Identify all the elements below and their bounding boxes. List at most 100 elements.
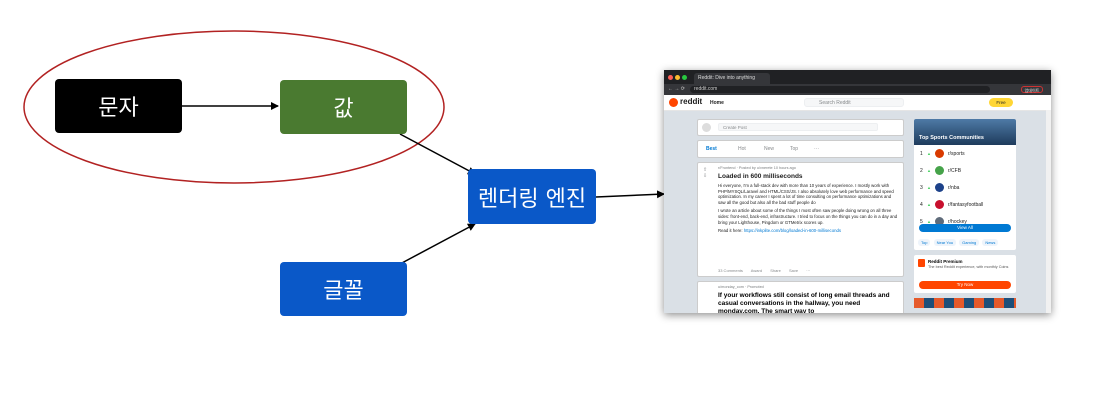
- reddit-logo-text[interactable]: reddit: [680, 97, 703, 106]
- node-render-engine: 렌더링 엔진: [468, 169, 596, 224]
- community-name[interactable]: r/hockey: [948, 218, 967, 225]
- node-render-label: 렌더링 엔진: [477, 186, 587, 212]
- reddit-logo-icon[interactable]: [669, 98, 678, 107]
- community-row[interactable]: 2 ▲ r/CFB: [914, 162, 1016, 179]
- scrollbar[interactable]: [1046, 110, 1051, 313]
- post-paragraph-1: Hi everyone, I'm a full-stack dev with m…: [718, 183, 894, 205]
- sort-best[interactable]: Best: [706, 146, 717, 152]
- more-button[interactable]: ···: [806, 268, 811, 273]
- node-value-label: 값: [333, 97, 354, 122]
- communities-heading: Top Sports Communities: [919, 135, 984, 141]
- browser-screenshot: Reddit: Dive into anything ← → ⟳ reddit.…: [664, 70, 1051, 313]
- trend-up-icon: ▲: [927, 168, 931, 173]
- node-font-label: 글꼴: [323, 279, 364, 304]
- community-row[interactable]: 3 ▲ r/nba: [914, 179, 1016, 196]
- browser-tab[interactable]: Reddit: Dive into anything: [694, 73, 770, 84]
- community-rank: 2: [920, 167, 923, 174]
- close-dot-icon[interactable]: [668, 75, 673, 80]
- post-actions: 33 Comments Award Share Save ···: [718, 268, 817, 273]
- tab-title: Reddit: Dive into anything: [698, 75, 755, 81]
- trend-up-icon: ▲: [927, 151, 931, 156]
- update-button-label: 업데이트: [1024, 88, 1040, 93]
- feed: Create Post Best Hot New Top ··· ⇧⇩ r/Fr…: [697, 119, 904, 313]
- promo-title[interactable]: If your workflows still consist of long …: [718, 292, 890, 313]
- highlight-ellipse: [23, 30, 445, 184]
- community-icon: [935, 183, 944, 192]
- avatar[interactable]: [702, 123, 711, 132]
- sidebar: Top Sports Communities 1 ▲ r/sports 2 ▲ …: [914, 119, 1016, 308]
- vote-arrows-icon[interactable]: ⇧⇩: [703, 167, 708, 179]
- sort-more[interactable]: ···: [814, 146, 819, 152]
- free-button[interactable]: Free: [989, 98, 1013, 107]
- search-input[interactable]: Search Reddit: [804, 98, 904, 107]
- community-row[interactable]: 1 ▲ r/sports: [914, 145, 1016, 162]
- chip-gaming[interactable]: Gaming: [959, 239, 980, 246]
- view-all-button[interactable]: View All: [919, 224, 1011, 232]
- community-name[interactable]: r/fantasyfootball: [948, 201, 984, 208]
- premium-widget: Reddit Premium The best Reddit experienc…: [914, 255, 1016, 293]
- search-placeholder: Search Reddit: [819, 100, 851, 106]
- save-button[interactable]: Save: [789, 268, 799, 273]
- post-card[interactable]: ⇧⇩ r/Frontend · Posted by u/vnerete 10 h…: [697, 162, 904, 277]
- maximize-dot-icon[interactable]: [682, 75, 687, 80]
- edge-value-to-render: [399, 133, 476, 175]
- trend-up-icon: ▲: [927, 202, 931, 207]
- node-font: 글꼴: [280, 262, 407, 316]
- address-bar[interactable]: reddit.com: [690, 86, 990, 93]
- community-name[interactable]: r/sports: [948, 150, 965, 157]
- post-link-label: Read it here:: [718, 228, 743, 234]
- communities-header: Top Sports Communities: [914, 119, 1016, 145]
- promo-meta: u/monday_com · Promoted: [718, 285, 764, 289]
- chip-near-you[interactable]: Near You: [933, 239, 957, 246]
- sort-new[interactable]: New: [764, 146, 775, 152]
- community-rank: 5: [920, 218, 923, 225]
- edge-font-to-render: [399, 223, 476, 265]
- community-rank: 1: [920, 150, 923, 157]
- try-now-button[interactable]: Try Now: [919, 281, 1011, 289]
- premium-shield-icon: [918, 259, 925, 267]
- community-rank: 4: [920, 201, 923, 208]
- minimize-dot-icon[interactable]: [675, 75, 680, 80]
- sort-bar: Best Hot New Top ···: [697, 140, 904, 158]
- community-icon: [935, 149, 944, 158]
- chip-news[interactable]: News: [982, 239, 999, 246]
- post-title[interactable]: Loaded in 600 milliseconds: [718, 173, 803, 180]
- sort-hot[interactable]: Hot: [738, 146, 746, 152]
- community-chips: Top Near You Gaming News: [918, 239, 1000, 246]
- comments-button[interactable]: 33 Comments: [718, 268, 743, 273]
- free-label: Free: [996, 100, 1006, 105]
- share-button[interactable]: Share: [770, 268, 781, 273]
- node-char-label: 문자: [98, 96, 139, 121]
- node-char: 문자: [55, 79, 182, 133]
- update-button[interactable]: 업데이트: [1021, 86, 1043, 93]
- post-meta: r/Frontend · Posted by u/vnerete 10 hour…: [718, 166, 796, 170]
- trend-up-icon: ▲: [927, 219, 931, 224]
- community-icon: [935, 217, 944, 226]
- premium-description: The best Reddit experience, with monthly…: [928, 265, 1009, 269]
- browser-tabbar: Reddit: Dive into anything: [664, 70, 1051, 84]
- community-name[interactable]: r/nba: [948, 184, 960, 191]
- nav-arrows-icon[interactable]: ← → ⟳: [668, 86, 685, 92]
- community-icon: [935, 200, 944, 209]
- community-row[interactable]: 4 ▲ r/fantasyfootball: [914, 196, 1016, 213]
- create-post-placeholder: Create Post: [723, 125, 747, 130]
- reddit-header: reddit Home Search Reddit Free: [664, 95, 1051, 111]
- create-post-input[interactable]: Create Post: [718, 123, 878, 131]
- browser-urlbar: ← → ⟳ reddit.com 업데이트: [664, 84, 1051, 95]
- community-rank: 3: [920, 184, 923, 191]
- communities-widget: Top Sports Communities 1 ▲ r/sports 2 ▲ …: [914, 119, 1016, 250]
- award-button[interactable]: Award: [750, 268, 763, 273]
- post-link[interactable]: https://inkplite.com/blog/loaded-in-600-…: [743, 228, 842, 234]
- home-dropdown[interactable]: Home: [710, 100, 724, 106]
- view-all-label: View All: [957, 225, 973, 230]
- chip-top[interactable]: Top: [918, 239, 931, 246]
- try-now-label: Try Now: [956, 282, 974, 287]
- community-row[interactable]: 5 ▲ r/hockey: [914, 213, 1016, 230]
- community-name[interactable]: r/CFB: [948, 167, 962, 174]
- promoted-post-card[interactable]: u/monday_com · Promoted If your workflow…: [697, 281, 904, 313]
- url-text: reddit.com: [694, 86, 718, 92]
- create-post-card: Create Post: [697, 119, 904, 136]
- ad-banner[interactable]: [914, 298, 1016, 308]
- sort-top[interactable]: Top: [790, 146, 799, 152]
